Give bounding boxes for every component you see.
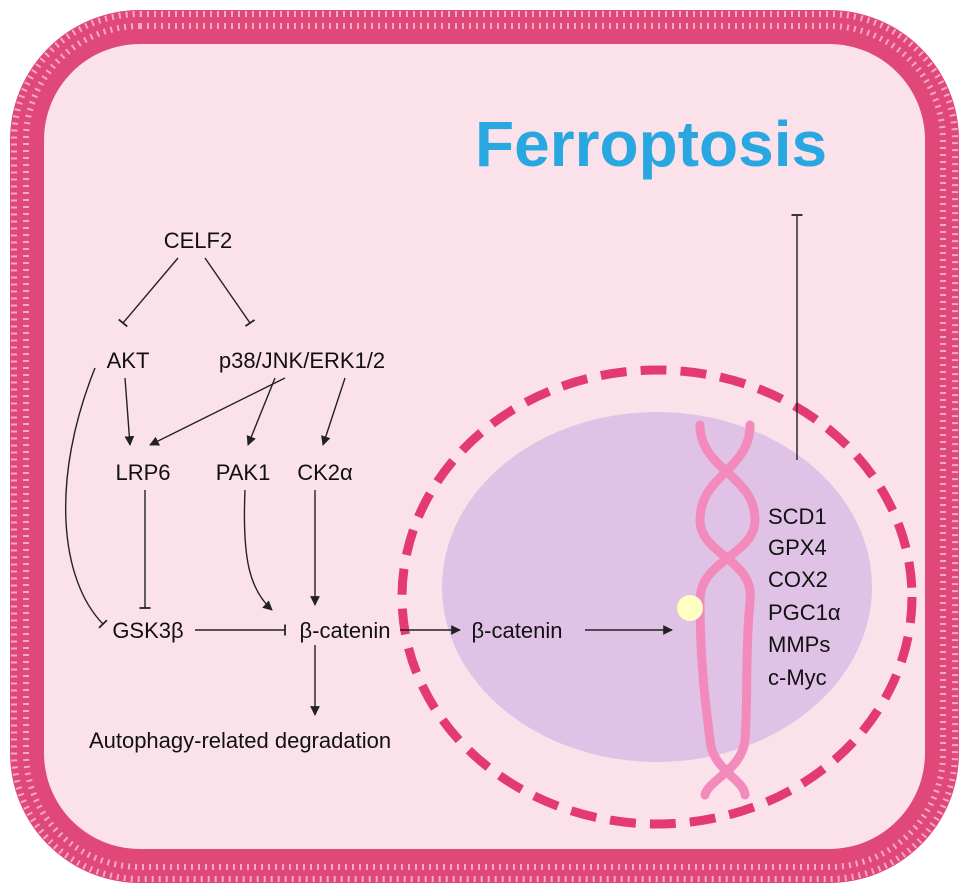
gene-gpx4: GPX4 [768, 535, 827, 560]
gene-mmps: MMPs [768, 632, 830, 657]
edge-mapk-pak1 [246, 377, 276, 446]
nucleus [397, 365, 917, 829]
node-bcatenin-nucleus: β-catenin [472, 618, 563, 643]
centromere [677, 595, 703, 621]
dna-helix [695, 420, 760, 800]
edge-celf2-akt [118, 257, 179, 328]
pathway-nodes: CELF2 AKT p38/JNK/ERK1/2 LRP6 PAK1 CK2α … [89, 228, 563, 753]
dna-strand-left [695, 420, 760, 800]
dna-strand-right [695, 420, 755, 800]
node-ck2a: CK2α [297, 460, 353, 485]
title-ferroptosis: Ferroptosis [475, 108, 827, 180]
pathway-edges [65, 257, 673, 716]
membrane-texture-inner [23, 23, 946, 870]
node-akt: AKT [107, 348, 150, 373]
node-gsk3b: GSK3β [112, 618, 183, 643]
edge-mapk-lrp6 [149, 377, 286, 446]
gene-cox2: COX2 [768, 567, 828, 592]
node-autophagy-degradation: Autophagy-related degradation [89, 728, 391, 753]
node-lrp6: LRP6 [115, 460, 170, 485]
membrane-texture [11, 11, 958, 882]
target-gene-list: SCD1 GPX4 COX2 PGC1α MMPs c-Myc [768, 504, 841, 690]
edge-pak1-bcat [243, 489, 273, 611]
nucleus-body [442, 412, 872, 762]
edge-mapk-ck2a [321, 377, 346, 446]
node-bcatenin-cytoplasm: β-catenin [300, 618, 391, 643]
gene-scd1: SCD1 [768, 504, 827, 529]
edge-akt-gsk3b [65, 367, 108, 629]
node-mapk: p38/JNK/ERK1/2 [219, 348, 385, 373]
gene-cmyc: c-Myc [768, 665, 827, 690]
edge-akt-lrp6 [124, 377, 135, 446]
nuclear-envelope [397, 365, 917, 829]
edge-celf2-mapk [204, 257, 256, 327]
node-pak1: PAK1 [216, 460, 271, 485]
node-celf2: CELF2 [164, 228, 232, 253]
gene-pgc1a: PGC1α [768, 600, 841, 625]
